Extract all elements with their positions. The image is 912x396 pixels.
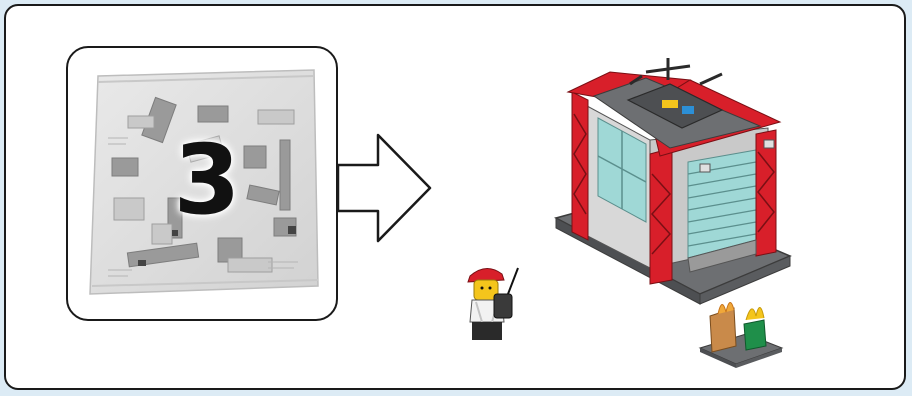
bag-number: 3 [68,46,336,315]
fire-plate-icon [696,290,786,370]
fire-station-model [550,44,800,314]
instruction-panel: 3 [4,4,906,390]
firefighter-minifigure [464,264,534,344]
right-arrow-icon [336,133,436,243]
parts-bag-frame: 3 [66,46,338,321]
